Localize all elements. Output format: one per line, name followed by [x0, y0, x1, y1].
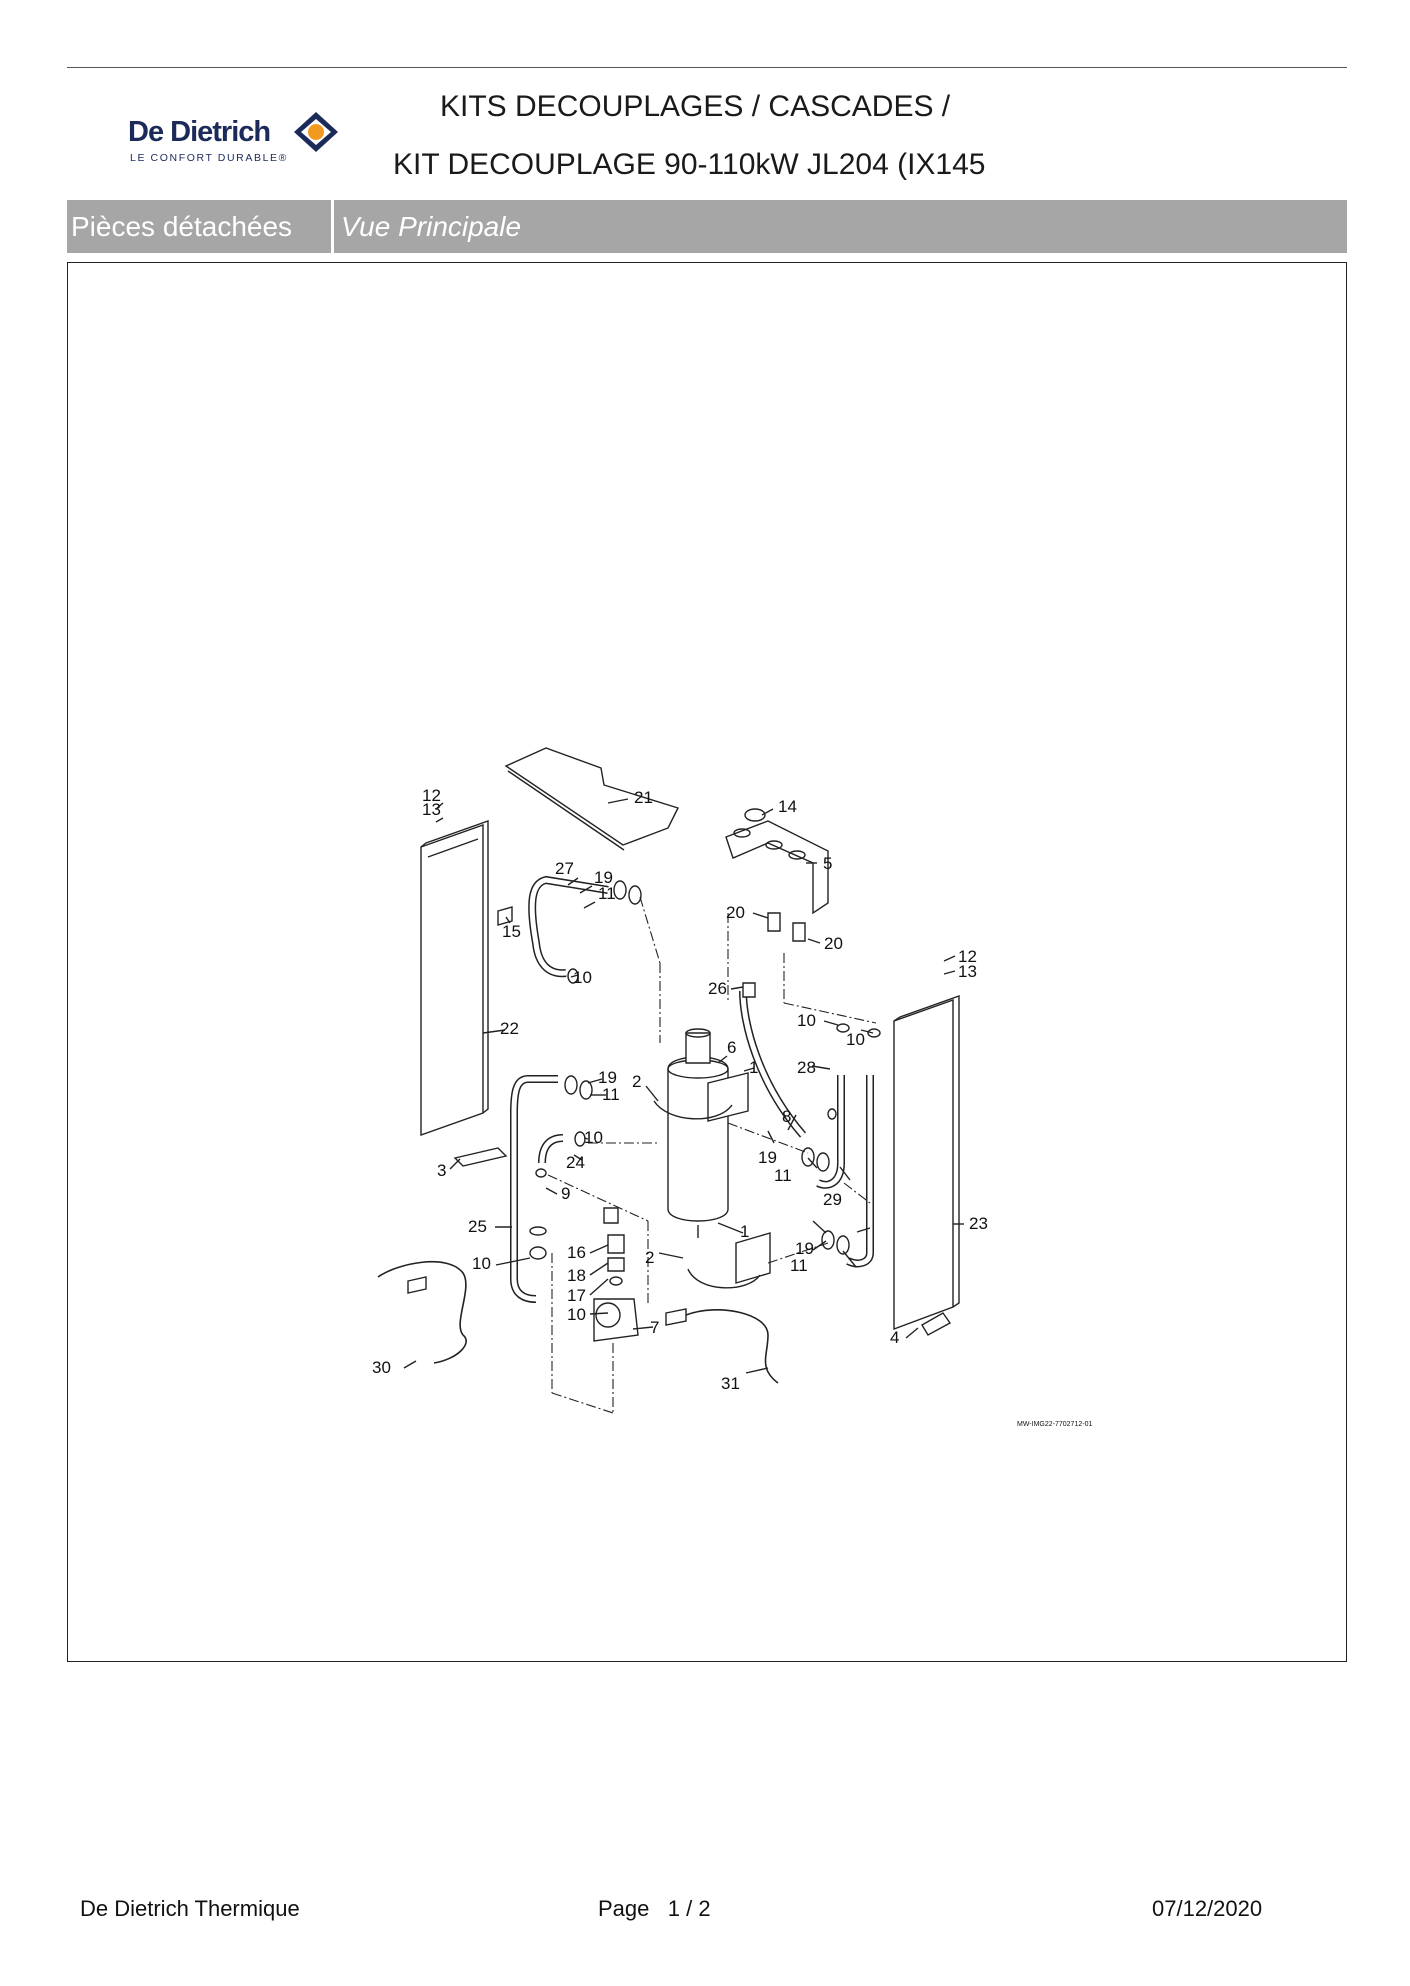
- exploded-parts-diagram: 12 13 21 14 5 27 19 11 15 20 20 10 26 12…: [372, 747, 1092, 1428]
- callout-11-a: 11: [598, 884, 616, 903]
- callout-19-d: 19: [795, 1239, 814, 1258]
- callout-2-a: 2: [632, 1072, 641, 1091]
- callout-25: 25: [468, 1217, 487, 1236]
- callout-3: 3: [437, 1161, 446, 1180]
- callout-2-b: 2: [645, 1248, 654, 1267]
- callout-18: 18: [567, 1266, 586, 1285]
- callout-21: 21: [634, 788, 653, 807]
- callout-10-e: 10: [472, 1254, 491, 1273]
- callout-23: 23: [969, 1214, 988, 1233]
- callout-19-a: 19: [594, 868, 613, 887]
- callout-13-left: 13: [422, 800, 441, 819]
- callout-8: 8: [782, 1107, 791, 1126]
- callout-10-a: 10: [573, 968, 592, 987]
- callout-12-right: 12: [958, 947, 977, 966]
- brand-tagline: LE CONFORT DURABLE®: [130, 152, 288, 164]
- section-label: Pièces détachées: [67, 200, 334, 253]
- callout-29: 29: [823, 1190, 842, 1209]
- callout-27: 27: [555, 859, 574, 878]
- view-label: Vue Principale: [341, 211, 522, 242]
- page-total: 2: [698, 1896, 711, 1921]
- callout-11-b: 11: [602, 1085, 620, 1104]
- page-title-line1: KITS DECOUPLAGES / CASCADES /: [440, 90, 951, 123]
- callout-19-b: 19: [598, 1068, 617, 1087]
- callout-11-c: 11: [774, 1166, 792, 1185]
- callout-17: 17: [567, 1286, 586, 1305]
- callout-10-d: 10: [584, 1128, 603, 1147]
- callout-28: 28: [797, 1058, 816, 1077]
- callout-14: 14: [778, 797, 797, 816]
- callout-10-f: 10: [567, 1305, 586, 1324]
- brand-name: De Dietrich: [128, 116, 271, 148]
- callout-19-c: 19: [758, 1148, 777, 1167]
- section-band: Pièces détachées Vue Principale: [67, 200, 1347, 253]
- callout-30: 30: [372, 1358, 391, 1377]
- callout-12-left: 12: [422, 786, 441, 805]
- callout-31: 31: [721, 1374, 740, 1393]
- callout-4: 4: [890, 1328, 899, 1347]
- callout-11-d: 11: [790, 1256, 808, 1275]
- callout-1-b: 1: [740, 1222, 749, 1241]
- callout-16: 16: [567, 1243, 586, 1262]
- page-title-line2: KIT DECOUPLAGE 90-110kW JL204 (IX145: [393, 148, 986, 181]
- callout-9: 9: [561, 1184, 570, 1203]
- callout-26: 26: [708, 979, 727, 998]
- callout-10-b: 10: [797, 1011, 816, 1030]
- callout-20-a: 20: [726, 903, 745, 922]
- callout-7: 7: [650, 1318, 659, 1337]
- page-separator: /: [686, 1896, 693, 1921]
- callout-22: 22: [500, 1019, 519, 1038]
- callout-24: 24: [566, 1153, 585, 1172]
- callout-15: 15: [502, 922, 521, 941]
- callout-13-right: 13: [958, 962, 977, 981]
- callout-1-a: 1: [749, 1058, 758, 1077]
- footer-pagination: Page 1 / 2: [598, 1896, 711, 1922]
- footer-company: De Dietrich Thermique: [80, 1896, 300, 1921]
- callout-6: 6: [727, 1038, 736, 1057]
- diagram-frame: 12 13 21 14 5 27 19 11 15 20 20 10 26 12…: [67, 262, 1347, 1662]
- drawing-reference: MW-IMG22-7702712-01: [1017, 1421, 1092, 1428]
- callout-10-c: 10: [846, 1030, 865, 1049]
- diamond-logo-icon: [294, 112, 338, 152]
- footer-date: 07/12/2020: [1152, 1896, 1263, 1921]
- page-current: 1: [667, 1896, 680, 1921]
- callout-5: 5: [823, 854, 832, 873]
- callout-20-b: 20: [824, 934, 843, 953]
- top-rule: [67, 67, 1347, 68]
- brand-logo: De Dietrich LE CONFORT DURABLE®: [124, 108, 344, 168]
- page-label: Page: [598, 1896, 650, 1921]
